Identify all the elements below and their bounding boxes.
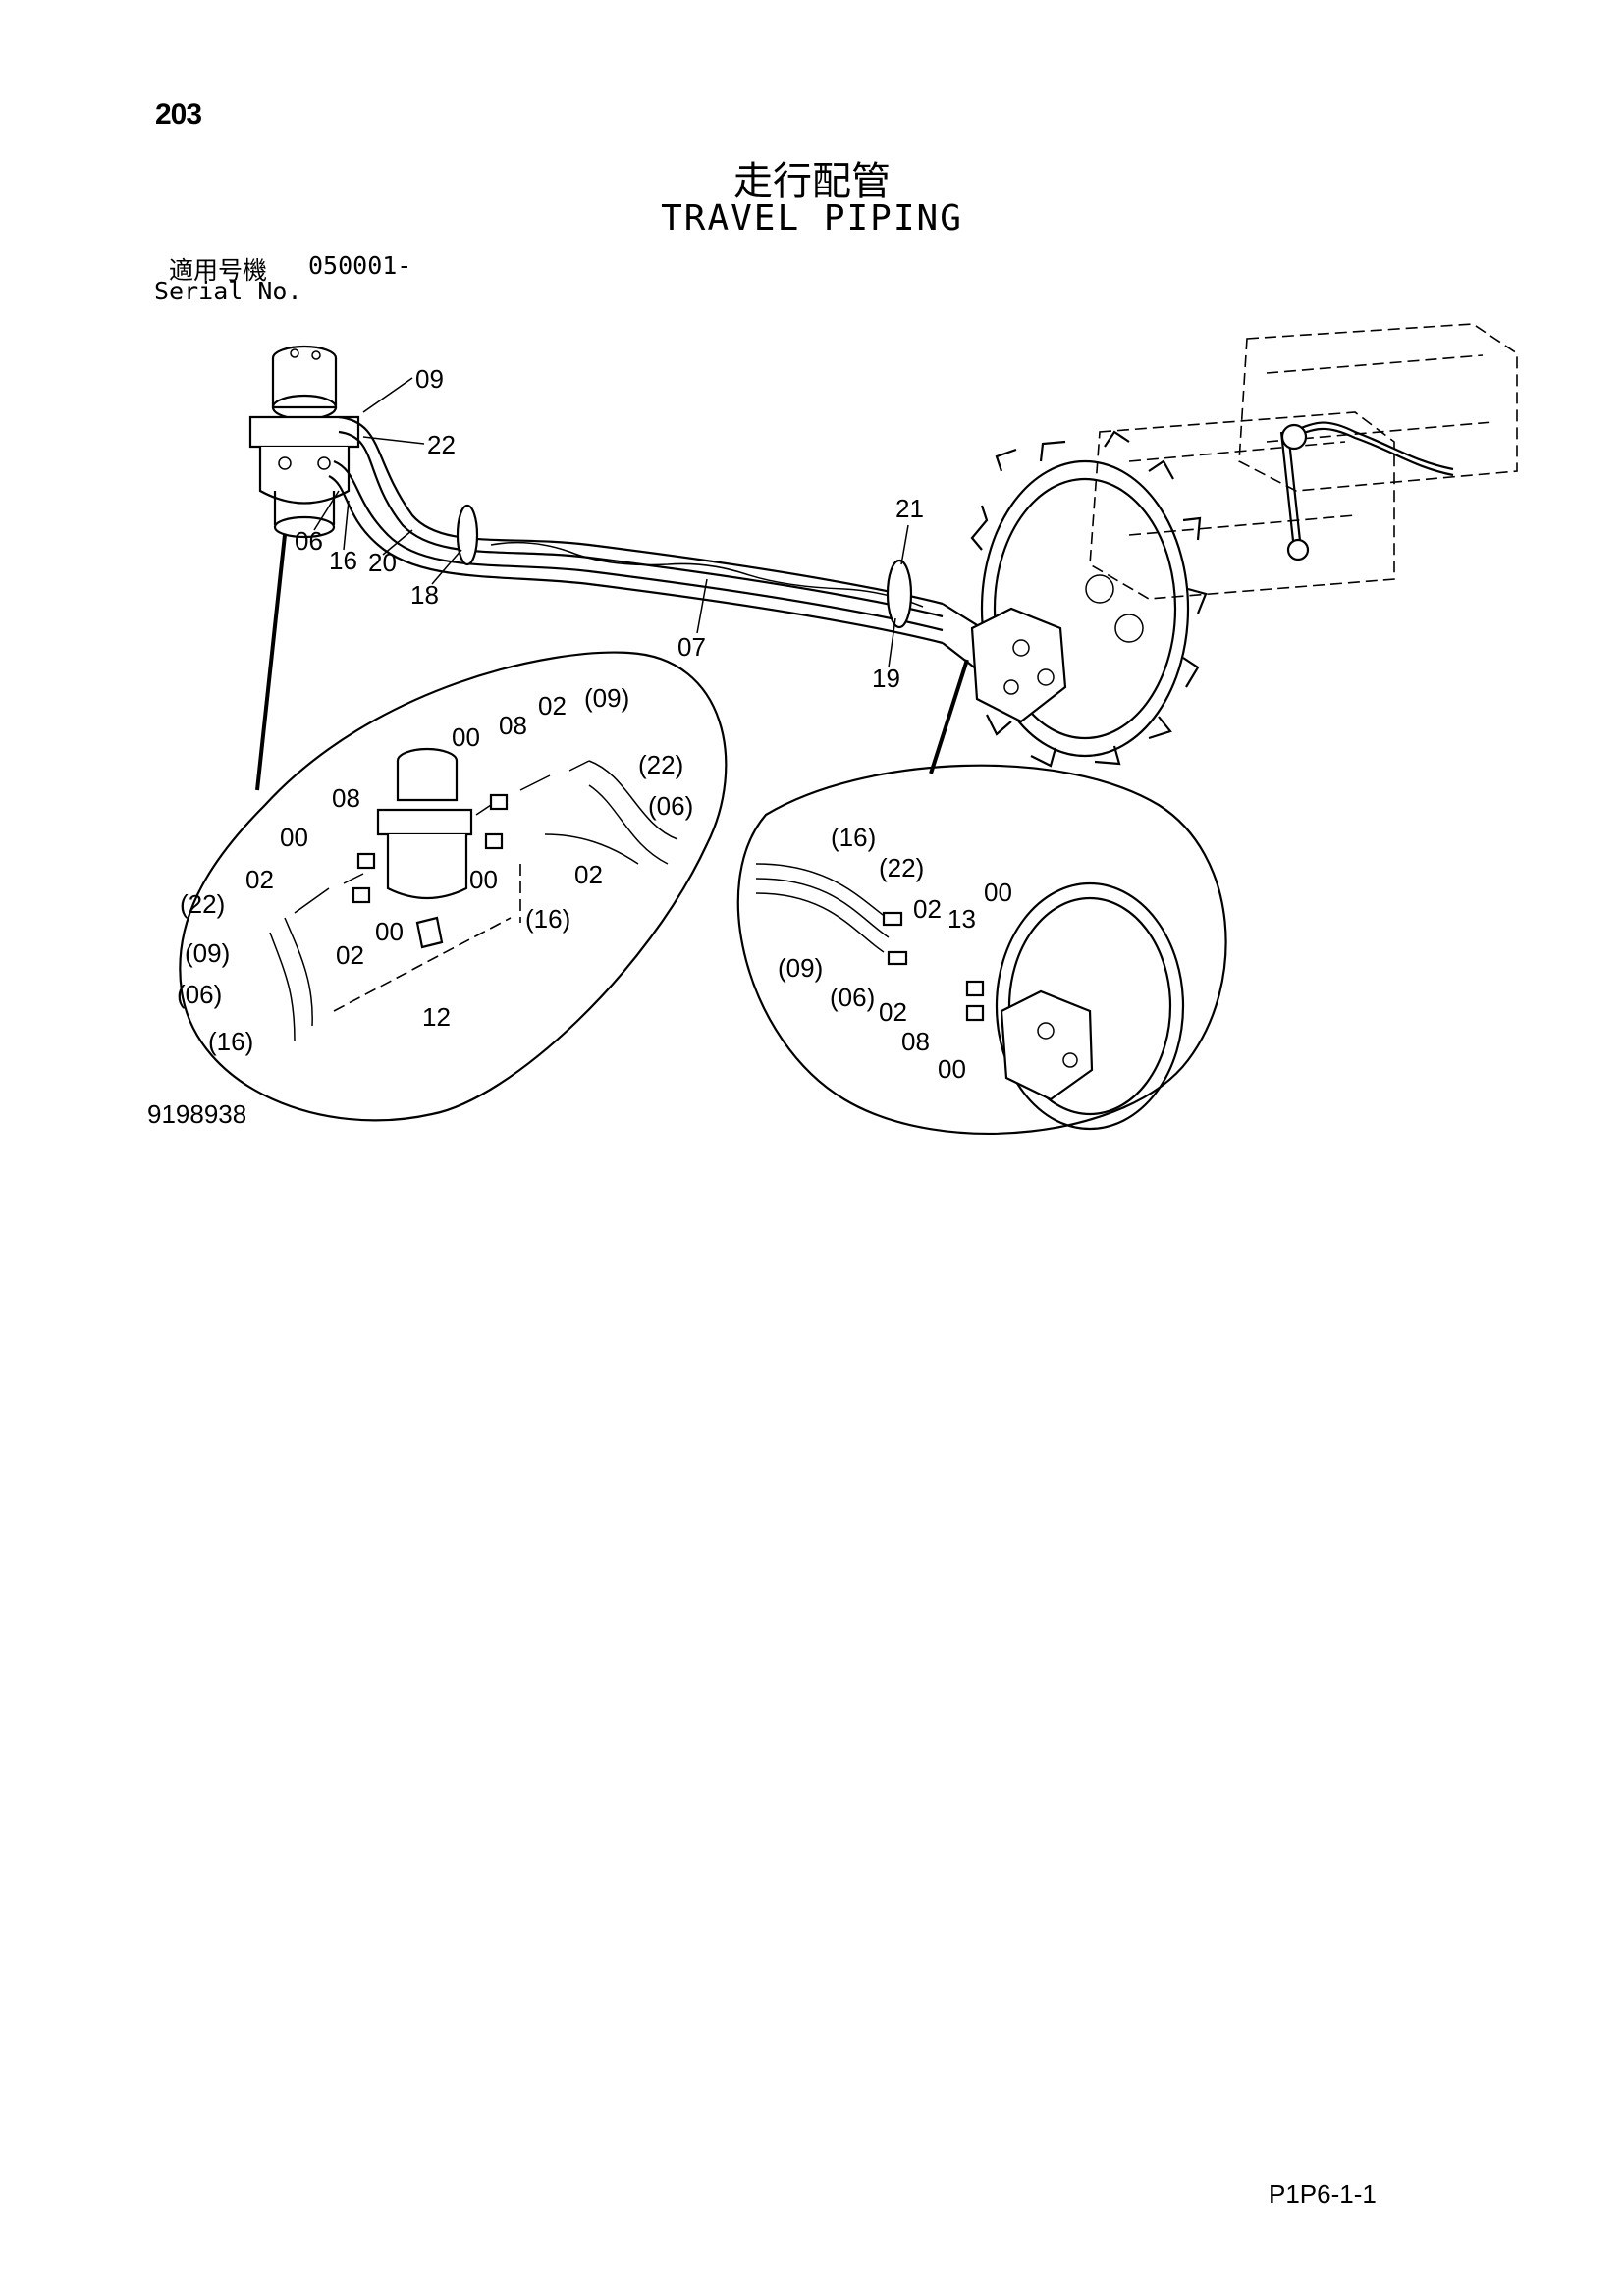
callout-left-22: (22) <box>638 750 683 779</box>
page-title-japanese: 走行配管 <box>733 159 891 204</box>
crawler-outline <box>1089 323 1518 600</box>
callout-left-00: 00 <box>452 722 480 752</box>
callout-right-22: (22) <box>879 853 924 882</box>
callout-left-02b: 02 <box>574 860 603 889</box>
callout-main-18: 18 <box>410 580 439 610</box>
callout-main-20: 20 <box>368 548 397 577</box>
page-number: 203 <box>155 98 202 131</box>
callout-main-09: 09 <box>415 364 444 394</box>
callout-left-06: (06) <box>648 791 693 821</box>
callout-right-13: 13 <box>947 904 976 934</box>
callout-left-08: 08 <box>499 711 527 740</box>
callout-left-02c: 02 <box>245 865 274 894</box>
callout-left-16: (16) <box>525 904 570 934</box>
serial-label-english: Serial No. <box>154 277 302 305</box>
detail-view-travel-motor <box>736 764 1227 1135</box>
callout-right-16: (16) <box>831 823 876 852</box>
callout-left-00c: 00 <box>469 865 498 894</box>
callout-left-00b: 00 <box>280 823 308 852</box>
callout-right-08: 08 <box>901 1027 930 1056</box>
callout-main-06: 06 <box>295 526 323 556</box>
callout-left-09: (09) <box>584 683 629 713</box>
callout-right-06: (06) <box>830 983 875 1012</box>
center-joint <box>248 345 360 539</box>
callout-main-19: 19 <box>872 664 900 693</box>
callout-left-09b: (09) <box>185 938 230 968</box>
callout-main-16: 16 <box>329 546 357 575</box>
callout-left-02: 02 <box>538 691 567 721</box>
callout-main-21: 21 <box>895 494 924 523</box>
callout-right-00: 00 <box>984 878 1012 907</box>
callout-right-09: (09) <box>778 953 823 983</box>
serial-label-japanese: 適用号機 <box>169 256 268 285</box>
callout-left-02d: 02 <box>336 940 364 970</box>
callout-main-07: 07 <box>677 632 706 662</box>
callout-right-02: 02 <box>913 894 942 924</box>
callout-left-06b: (06) <box>177 980 222 1009</box>
page-code: P1P6-1-1 <box>1269 2179 1377 2209</box>
callout-left-16b: (16) <box>208 1027 253 1056</box>
callout-left-08b: 08 <box>332 783 360 813</box>
callout-left-00d: 00 <box>375 917 404 946</box>
callout-left-22b: (22) <box>180 889 225 919</box>
drawing-id: 9198938 <box>147 1099 247 1129</box>
callout-main-22: 22 <box>427 430 456 459</box>
page-title-english: TRAVEL PIPING <box>661 198 963 239</box>
callout-right-02b: 02 <box>879 997 907 1027</box>
callout-right-00b: 00 <box>938 1054 966 1084</box>
travel-motor-sprocket <box>970 430 1208 768</box>
callout-left-12: 12 <box>422 1002 451 1032</box>
detail-view-center-joint <box>179 651 728 1122</box>
serial-number: 050001- <box>308 251 412 280</box>
hose-bundle <box>328 415 983 670</box>
